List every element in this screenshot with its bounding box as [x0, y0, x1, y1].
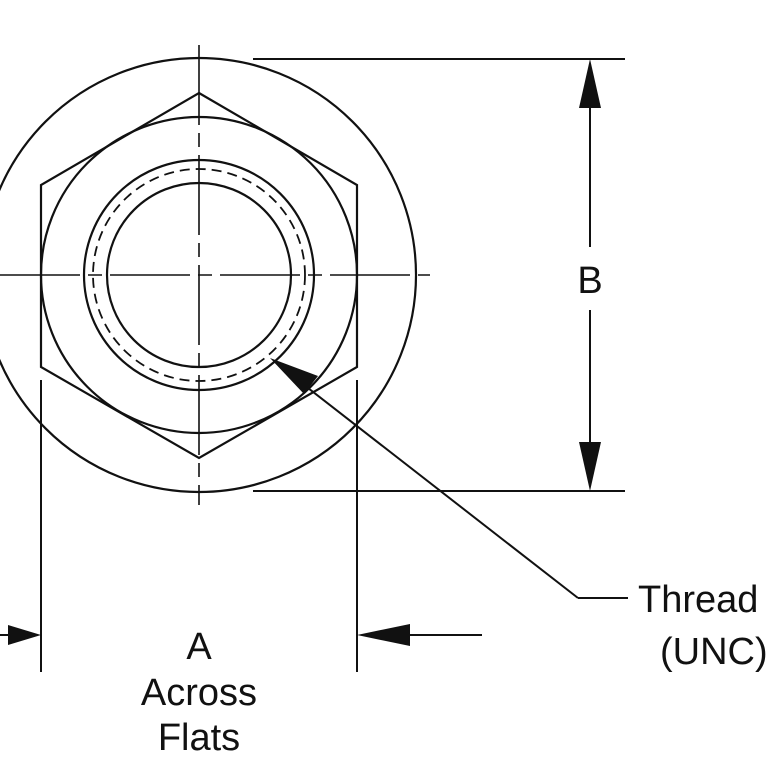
leader-line-diagonal — [289, 373, 579, 599]
dim-b-arrow-up — [579, 59, 601, 108]
dim-a-arrow-left — [8, 625, 41, 645]
dim-b-label: B — [577, 260, 602, 302]
leader-arrow — [270, 358, 318, 394]
dim-a-label: A — [186, 626, 212, 668]
across-label: Across — [141, 672, 257, 714]
center-lines — [0, 45, 430, 505]
dimension-a — [0, 380, 482, 672]
thread-spec-label: (UNC) — [660, 631, 767, 673]
dim-b-arrow-down — [579, 442, 601, 491]
hex-outline — [39, 91, 359, 460]
thread-leader — [270, 358, 628, 599]
dim-a-arrow-right — [357, 624, 410, 646]
flats-label: Flats — [158, 717, 240, 759]
thread-label: Thread — [638, 579, 758, 621]
